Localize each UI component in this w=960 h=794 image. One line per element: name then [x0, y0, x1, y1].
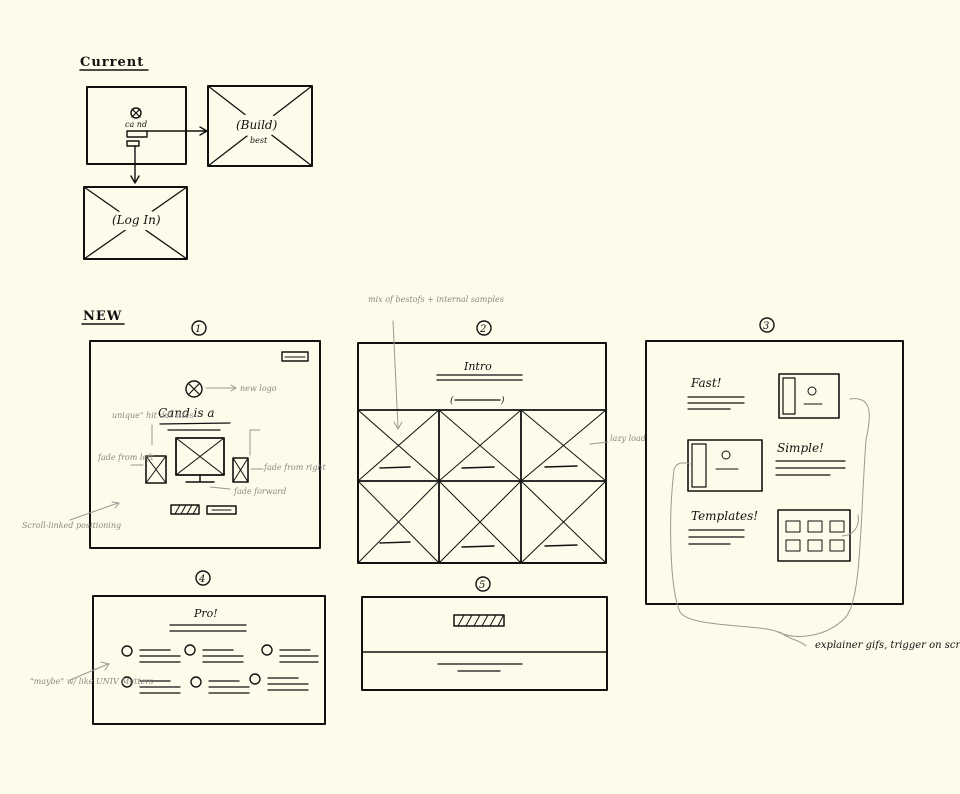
note-mix-samples: mix of bestofs + internal samples: [368, 295, 504, 304]
panel-1-cta-button: [281, 351, 309, 362]
panel-4-number-circle: [195, 570, 211, 586]
panel-1-number: 1: [195, 324, 201, 335]
note-unique-sites: unique" hit ddl sites: [112, 411, 194, 420]
new-heading: NEW: [83, 309, 122, 324]
feature-templates: Templates!: [691, 509, 758, 523]
note-maybe-matters: "maybe" w/ like UNIV Matters: [30, 677, 153, 686]
note-fade-left: fade from left: [97, 453, 154, 462]
build-button-sketch: [170, 504, 200, 515]
panel-1-heading: Cand is a: [158, 406, 215, 420]
panel-1: 1 new logo Cand is a unique" hit ddl sit…: [22, 320, 327, 549]
logo-icon: [130, 107, 142, 119]
panel-1-number-circle: [191, 320, 207, 336]
panel-4-frame: [92, 595, 326, 725]
current-home-label: ca nd: [125, 120, 147, 129]
note-explainer: explainer gifs, trigger on scroll: [815, 640, 960, 651]
svg-text:(: (: [450, 395, 454, 406]
feature-simple: Simple!: [777, 441, 824, 455]
note-new-logo: new logo: [240, 384, 277, 393]
note-scroll-linked: Scroll-linked positioning: [22, 521, 121, 530]
pro-feature-list: [121, 644, 319, 694]
simple-mockup: [687, 439, 763, 492]
panel-4: 4 Pro! "maybe" w/ like UNIV Matters: [30, 570, 326, 725]
login-label: (Log In): [112, 213, 161, 227]
panel-3: 3 Fast! Simple! Templates!: [645, 317, 960, 651]
current-section: Current ca nd (Build) best (Log In): [79, 55, 313, 260]
panel-2-heading: Intro: [463, 360, 492, 373]
panel-3-number-circle: [759, 317, 775, 333]
panel-2: 2 Intro ( ) mix of bestofs + internal sa…: [357, 295, 646, 564]
panel-4-number: 4: [198, 574, 205, 585]
new-logo-icon: [185, 380, 203, 398]
panel-5-number-circle: [475, 576, 491, 592]
panel-3-number: 3: [763, 321, 769, 332]
login-button-sketch: [206, 505, 237, 515]
panel-5: 5: [361, 576, 608, 691]
note-lazy-load: lazy load: [610, 434, 646, 443]
panel-5-number: 5: [479, 580, 485, 591]
svg-text:): ): [500, 395, 505, 406]
build-label: (Build): [236, 118, 278, 132]
current-login-box: (Log In): [83, 186, 188, 260]
panel-2-frame: [357, 342, 607, 564]
note-fade-right: fade from right: [263, 463, 327, 472]
current-build-box: (Build) best: [207, 85, 313, 167]
panel-1-frame: [89, 340, 321, 549]
panel-3-frame: [645, 340, 904, 605]
note-fade-forward: fade forward: [233, 487, 286, 496]
panel-2-number: 2: [479, 324, 486, 335]
current-home-box: ca nd: [86, 86, 187, 165]
current-heading: Current: [80, 55, 144, 70]
sample-grid: [357, 409, 607, 564]
phone-left-mockup: [145, 455, 167, 484]
templates-mockup: [777, 509, 851, 562]
feature-fast: Fast!: [690, 376, 722, 390]
panel-2-number-circle: [476, 320, 492, 336]
fast-mockup: [778, 373, 840, 419]
footer-cta-sketch: [453, 614, 505, 627]
panel-5-frame: [361, 596, 608, 691]
build-sub: best: [250, 136, 268, 145]
panel-4-heading: Pro!: [193, 607, 218, 620]
phone-right-mockup: [232, 457, 249, 483]
